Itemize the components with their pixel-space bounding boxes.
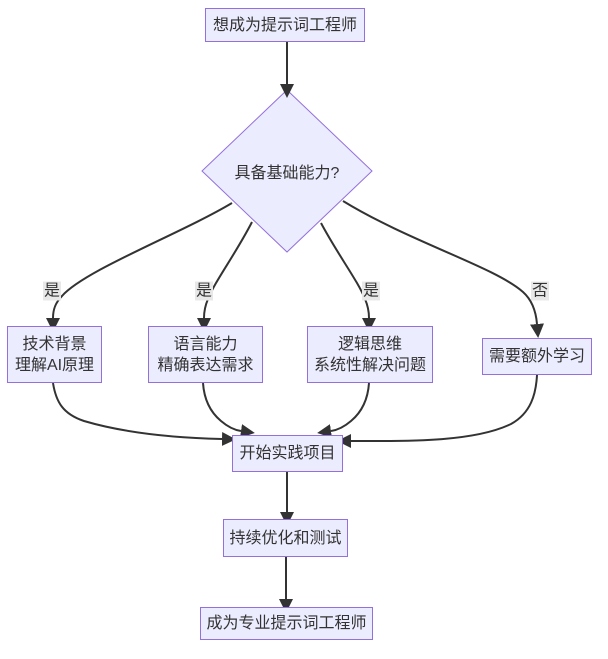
edge-tech-to-practice — [52, 382, 236, 446]
edge-label-yes-3: 是 — [361, 281, 381, 301]
edge-logic-to-practice — [317, 382, 370, 438]
decision-node-shape — [201, 89, 373, 253]
node-practice-label: 开始实践项目 — [239, 445, 336, 462]
node-optimize-label: 持续优化和测试 — [229, 529, 342, 547]
node-logic-line1: 逻辑思维 — [337, 335, 402, 353]
node-optimize-test: 持续优化和测试 — [223, 519, 348, 557]
node-lang-line2: 精确表达需求 — [157, 356, 254, 374]
edge-lang-to-practice — [202, 382, 255, 438]
node-become-label: 成为专业提示词工程师 — [206, 615, 367, 632]
node-tech-line2: 理解AI原理 — [14, 356, 95, 374]
node-start: 想成为提示词工程师 — [205, 8, 365, 42]
edge-label-yes-1: 是 — [42, 281, 62, 301]
node-tech-line1: 技术背景 — [22, 335, 87, 353]
node-extra-label: 需要额外学习 — [488, 348, 585, 365]
node-language-ability: 语言能力 精确表达需求 — [148, 326, 263, 383]
edge-decision-to-logic — [320, 222, 376, 332]
node-lang-line1: 语言能力 — [173, 335, 238, 353]
node-logical-thinking: 逻辑思维 系统性解决问题 — [307, 326, 433, 383]
node-extra-learning: 需要额外学习 — [482, 338, 592, 375]
edge-decision-to-extra — [342, 200, 544, 338]
edge-decision-to-tech — [46, 202, 233, 332]
node-become-engineer: 成为专业提示词工程师 — [200, 607, 373, 640]
edge-decision-to-lang — [197, 221, 253, 332]
edge-label-yes-2: 是 — [194, 281, 214, 301]
edge-extra-to-practice — [337, 374, 538, 448]
node-start-label: 想成为提示词工程师 — [212, 16, 357, 34]
node-tech-background: 技术背景 理解AI原理 — [7, 326, 102, 383]
edge-label-no: 否 — [530, 281, 550, 301]
node-practice-projects: 开始实践项目 — [232, 435, 343, 472]
node-logic-line2: 系统性解决问题 — [313, 356, 426, 374]
